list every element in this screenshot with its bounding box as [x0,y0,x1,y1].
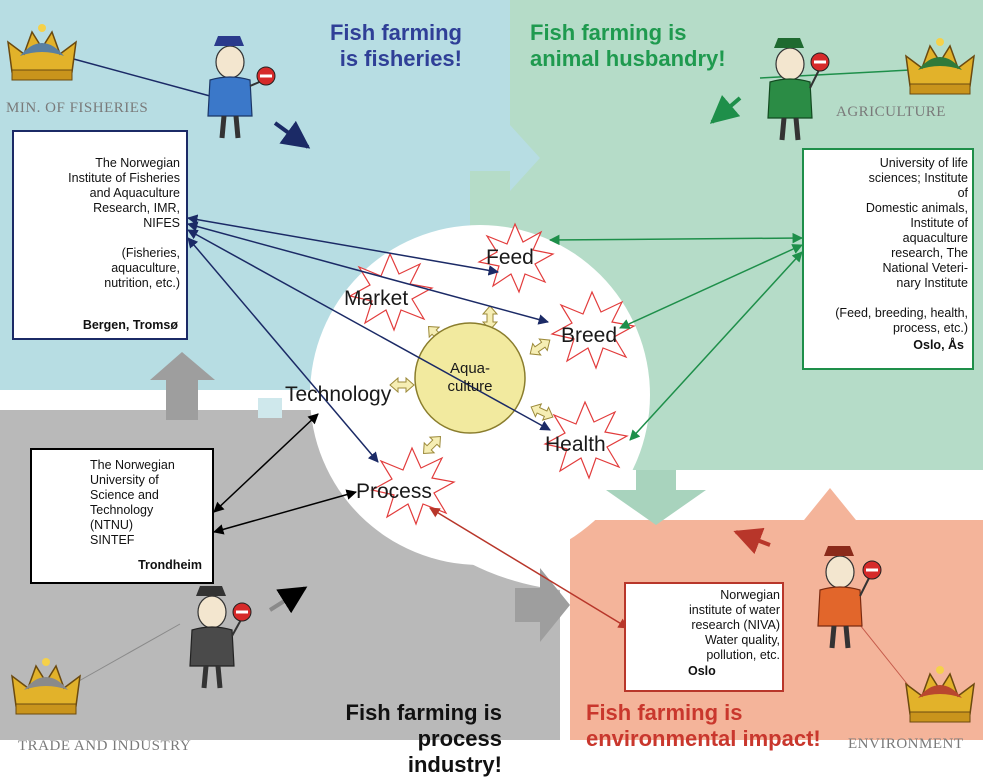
topic-feed: Feed [486,246,534,269]
environment-institution-place: Oslo [688,664,716,678]
fisheries-institution-place: Bergen, Tromsø [82,318,178,332]
connections-agriculture [548,94,804,441]
topic-technology: Technology [285,383,392,406]
environment-institution-box: Norwegian institute of water research (N… [624,582,784,692]
crown-icon [11,658,81,715]
agriculture-institution-scope: (Feed, breeding, health, process, etc.) [835,306,968,335]
warden-icon [767,38,830,141]
industry-crown-link [69,623,181,687]
fisheries-institution-box: The Norwegian Institute of Fisheries and… [12,130,188,340]
industry-institution-box: The Norwegian University of Science and … [30,448,214,584]
connections-fisheries [186,120,551,463]
fisheries-institution-scope: (Fisheries, aquaculture, nutrition, etc.… [104,246,180,290]
fisheries-slogan: Fish farming is fisheries! [329,20,462,71]
agriculture-institution-box: University of life sciences; Institute o… [802,148,974,370]
ministry-industry-label: TRADE AND INDUSTRY [18,738,192,754]
fisheries-institution-name: The Norwegian Institute of Fisheries and… [68,156,180,230]
topic-market: Market [344,287,409,310]
ministry-agriculture-label: AGRICULTURE [836,104,946,120]
crown-icon [905,38,975,95]
aquaculture-label: Aqua- culture [447,360,493,395]
burst-process [370,446,456,526]
agriculture-institution-place: Oslo, Ås [913,338,964,352]
topic-process: Process [356,480,432,503]
connections-industry [212,413,358,614]
warden-icon [189,586,252,689]
industry-institution-name: The Norwegian University of Science and … [90,458,175,547]
ministry-environment-label: ENVIRONMENT [848,736,964,752]
crown-icon [905,666,975,723]
warden-icon [207,36,276,139]
topic-health: Health [545,433,606,456]
topic-breed: Breed [561,324,618,347]
agriculture-institution-name: University of life sciences; Institute o… [865,156,968,290]
burst-breed [550,290,636,370]
burst-health [543,400,629,480]
industry-slogan: Fish farming is process industry! [345,700,502,777]
fisheries-bridge [300,0,520,170]
agriculture-slogan: Fish farming is animal husbandry! [530,20,726,71]
crown-icon [7,24,77,81]
fisheries-crown-link [69,57,211,97]
industry-institution-place: Trondheim [138,558,202,572]
environment-institution-name: Norwegian institute of water research (N… [688,588,780,662]
ministry-fisheries-label: MIN. OF FISHERIES [6,100,149,116]
environment-slogan: Fish farming is environmental impact! [586,700,821,751]
warden-icon [817,546,882,649]
